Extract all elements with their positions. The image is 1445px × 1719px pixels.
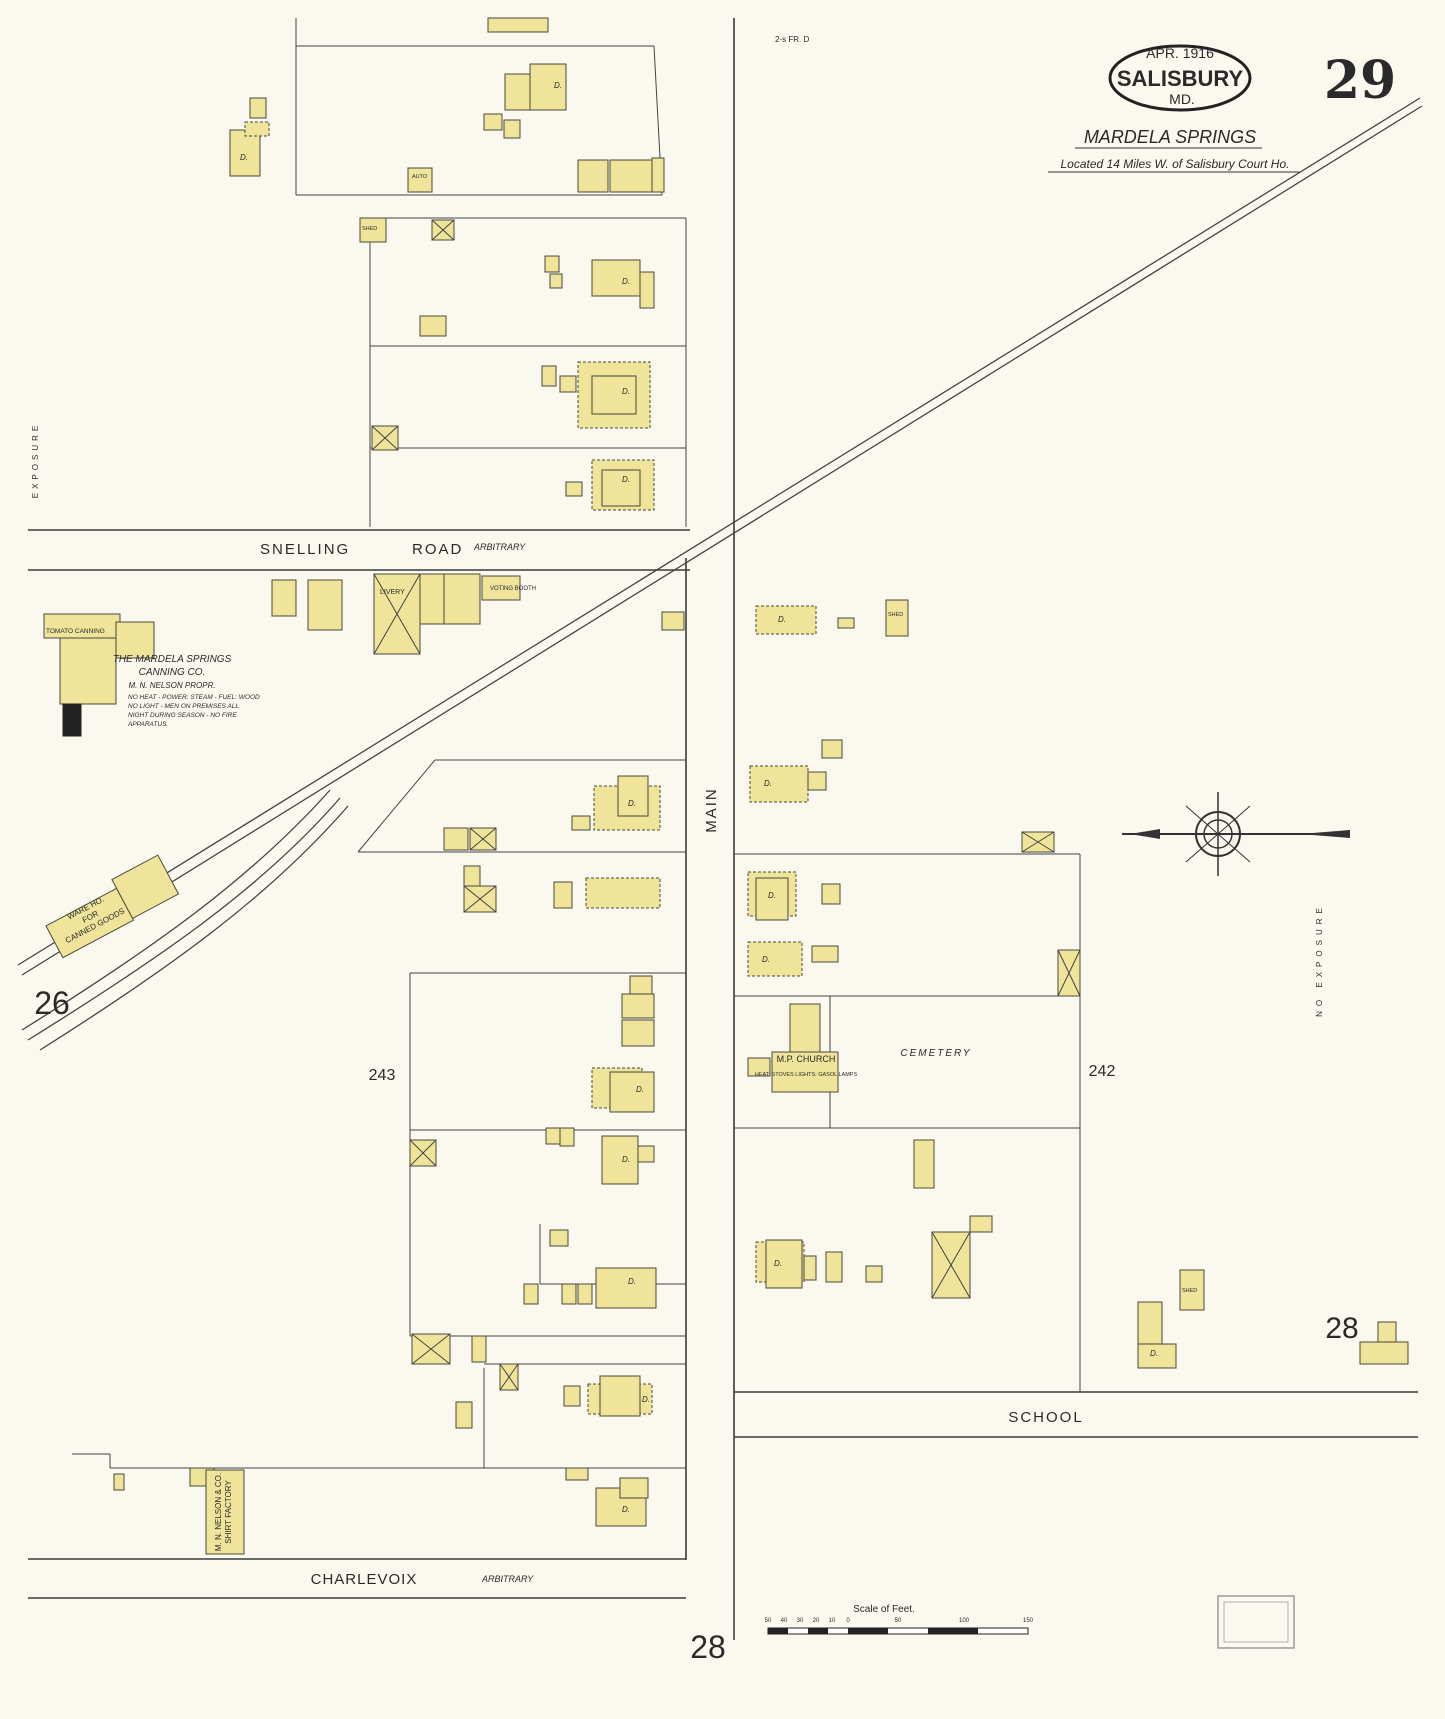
svg-text:SHED: SHED [888, 612, 903, 618]
svg-text:D.: D. [1150, 1349, 1158, 1358]
svg-text:50: 50 [765, 1618, 772, 1624]
exposure-left: EXPOSURE [31, 422, 40, 498]
svg-text:D.: D. [762, 955, 770, 964]
main-label: MAIN [703, 787, 720, 833]
svg-text:LIVERY: LIVERY [380, 589, 405, 596]
svg-text:20: 20 [813, 1618, 820, 1624]
svg-text:D.: D. [622, 387, 630, 396]
scale-title: Scale of Feet. [853, 1604, 915, 1615]
railroad [17, 97, 1423, 1051]
svg-text:NO HEAT - POWER: STEAM - FUEL:: NO HEAT - POWER: STEAM - FUEL: WOOD [128, 694, 260, 701]
svg-text:D.: D. [240, 153, 248, 162]
svg-text:D.: D. [768, 891, 776, 900]
charlevoix-label: CHARLEVOIX [311, 1571, 418, 1588]
buildings [43, 17, 1409, 1555]
svg-text:THE MARDELA SPRINGS: THE MARDELA SPRINGS [113, 654, 232, 665]
lot-lines [72, 18, 1081, 1640]
svg-text:D.: D. [554, 81, 562, 90]
svg-text:D.: D. [628, 799, 636, 808]
svg-text:D.: D. [628, 1277, 636, 1286]
svg-text:SHIRT FACTORY: SHIRT FACTORY [224, 1480, 233, 1544]
sheet-ref-right: 28 [1325, 1312, 1358, 1345]
svg-text:M. N. NELSON & CO.: M. N. NELSON & CO. [214, 1473, 223, 1551]
svg-text:CEMETERY: CEMETERY [900, 1048, 971, 1059]
svg-text:APPARATUS.: APPARATUS. [127, 721, 168, 728]
fr-note: 2-s FR. D [775, 35, 809, 44]
svg-text:NIGHT DURING SEASON - NO FIRE: NIGHT DURING SEASON - NO FIRE [128, 712, 237, 719]
svg-text:D.: D. [764, 779, 772, 788]
road-label: ROAD [412, 541, 463, 558]
location-note: Located 14 Miles W. of Salisbury Court H… [1061, 157, 1290, 171]
svg-text:D.: D. [774, 1259, 782, 1268]
svg-text:0: 0 [846, 1618, 850, 1624]
school-label: SCHOOL [1008, 1409, 1083, 1426]
svg-text:D.: D. [636, 1085, 644, 1094]
svg-text:D.: D. [622, 475, 630, 484]
svg-text:AUTO: AUTO [412, 174, 428, 180]
town-name: MARDELA SPRINGS [1084, 127, 1256, 147]
svg-text:M.P. CHURCH: M.P. CHURCH [777, 1054, 836, 1064]
svg-text:D.: D. [622, 1505, 630, 1514]
block-242: 242 [1089, 1063, 1116, 1080]
sheet-ref-left: 26 [34, 985, 70, 1021]
exposure-right: NO EXPOSURE [1315, 903, 1324, 1017]
svg-text:M. N. NELSON PROPR.: M. N. NELSON PROPR. [128, 681, 215, 690]
street-labels: SNELLING ROAD ARBITRARY MAIN SCHOOL CHAR… [260, 541, 1083, 1588]
svg-text:NO LIGHT - MEN ON PREMISES ALL: NO LIGHT - MEN ON PREMISES ALL [128, 703, 239, 710]
svg-text:10: 10 [829, 1618, 836, 1624]
title-city: SALISBURY [1117, 66, 1244, 91]
svg-text:SHED: SHED [1182, 1288, 1197, 1294]
svg-text:CANNING CO.: CANNING CO. [139, 667, 206, 678]
svg-text:30: 30 [797, 1618, 804, 1624]
snelling-arbitrary-label: ARBITRARY [473, 542, 526, 552]
block-and-sheet-numbers: 243 242 26 28 28 [34, 985, 1358, 1665]
title-date: APR. 1916 [1146, 45, 1214, 61]
svg-text:SHED: SHED [362, 226, 377, 232]
svg-text:D.: D. [622, 277, 630, 286]
block-243: 243 [369, 1067, 396, 1084]
north-arrow-icon [1122, 792, 1350, 876]
svg-text:40: 40 [781, 1618, 788, 1624]
svg-text:TOMATO CANNING: TOMATO CANNING [46, 628, 105, 635]
charlevoix-arbitrary-label: ARBITRARY [481, 1574, 534, 1584]
title-state: MD. [1169, 91, 1195, 107]
sheet-number: 29 [1324, 50, 1396, 111]
map-title-cartouche: APR. 1916 SALISBURY MD. [1108, 44, 1252, 112]
svg-text:D.: D. [778, 615, 786, 624]
library-stamp [1217, 1595, 1295, 1649]
scale-bar: Scale of Feet. 50 40 30 20 10 0 50 100 1… [765, 1604, 1034, 1635]
sheet-ref-bottom: 28 [690, 1629, 726, 1665]
svg-text:150: 150 [1023, 1618, 1034, 1624]
svg-text:D.: D. [622, 1155, 630, 1164]
svg-text:HEAT: STOVES LIGHTS: GASOL LAM: HEAT: STOVES LIGHTS: GASOL LAMPS [755, 1072, 858, 1078]
snelling-label: SNELLING [260, 541, 350, 558]
svg-text:100: 100 [959, 1618, 970, 1624]
svg-text:D.: D. [642, 1395, 650, 1404]
svg-text:VOTING BOOTH: VOTING BOOTH [490, 586, 536, 592]
svg-text:50: 50 [895, 1618, 902, 1624]
